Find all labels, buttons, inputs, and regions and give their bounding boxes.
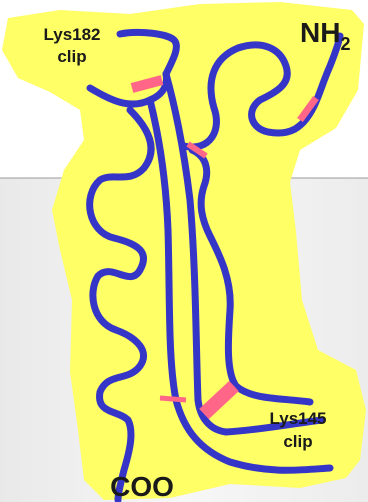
- label-nh2-subscript: 2: [340, 34, 350, 54]
- clip-bottom-left: [160, 398, 186, 400]
- label-lys182: Lys182: [43, 25, 100, 44]
- label-nh2-main: NH: [300, 17, 340, 48]
- label-lys145: Lys145: [269, 409, 326, 428]
- label-coo: COO: [110, 471, 174, 502]
- label-lys145-clip: clip: [283, 432, 312, 451]
- label-lys182-clip: clip: [57, 47, 86, 66]
